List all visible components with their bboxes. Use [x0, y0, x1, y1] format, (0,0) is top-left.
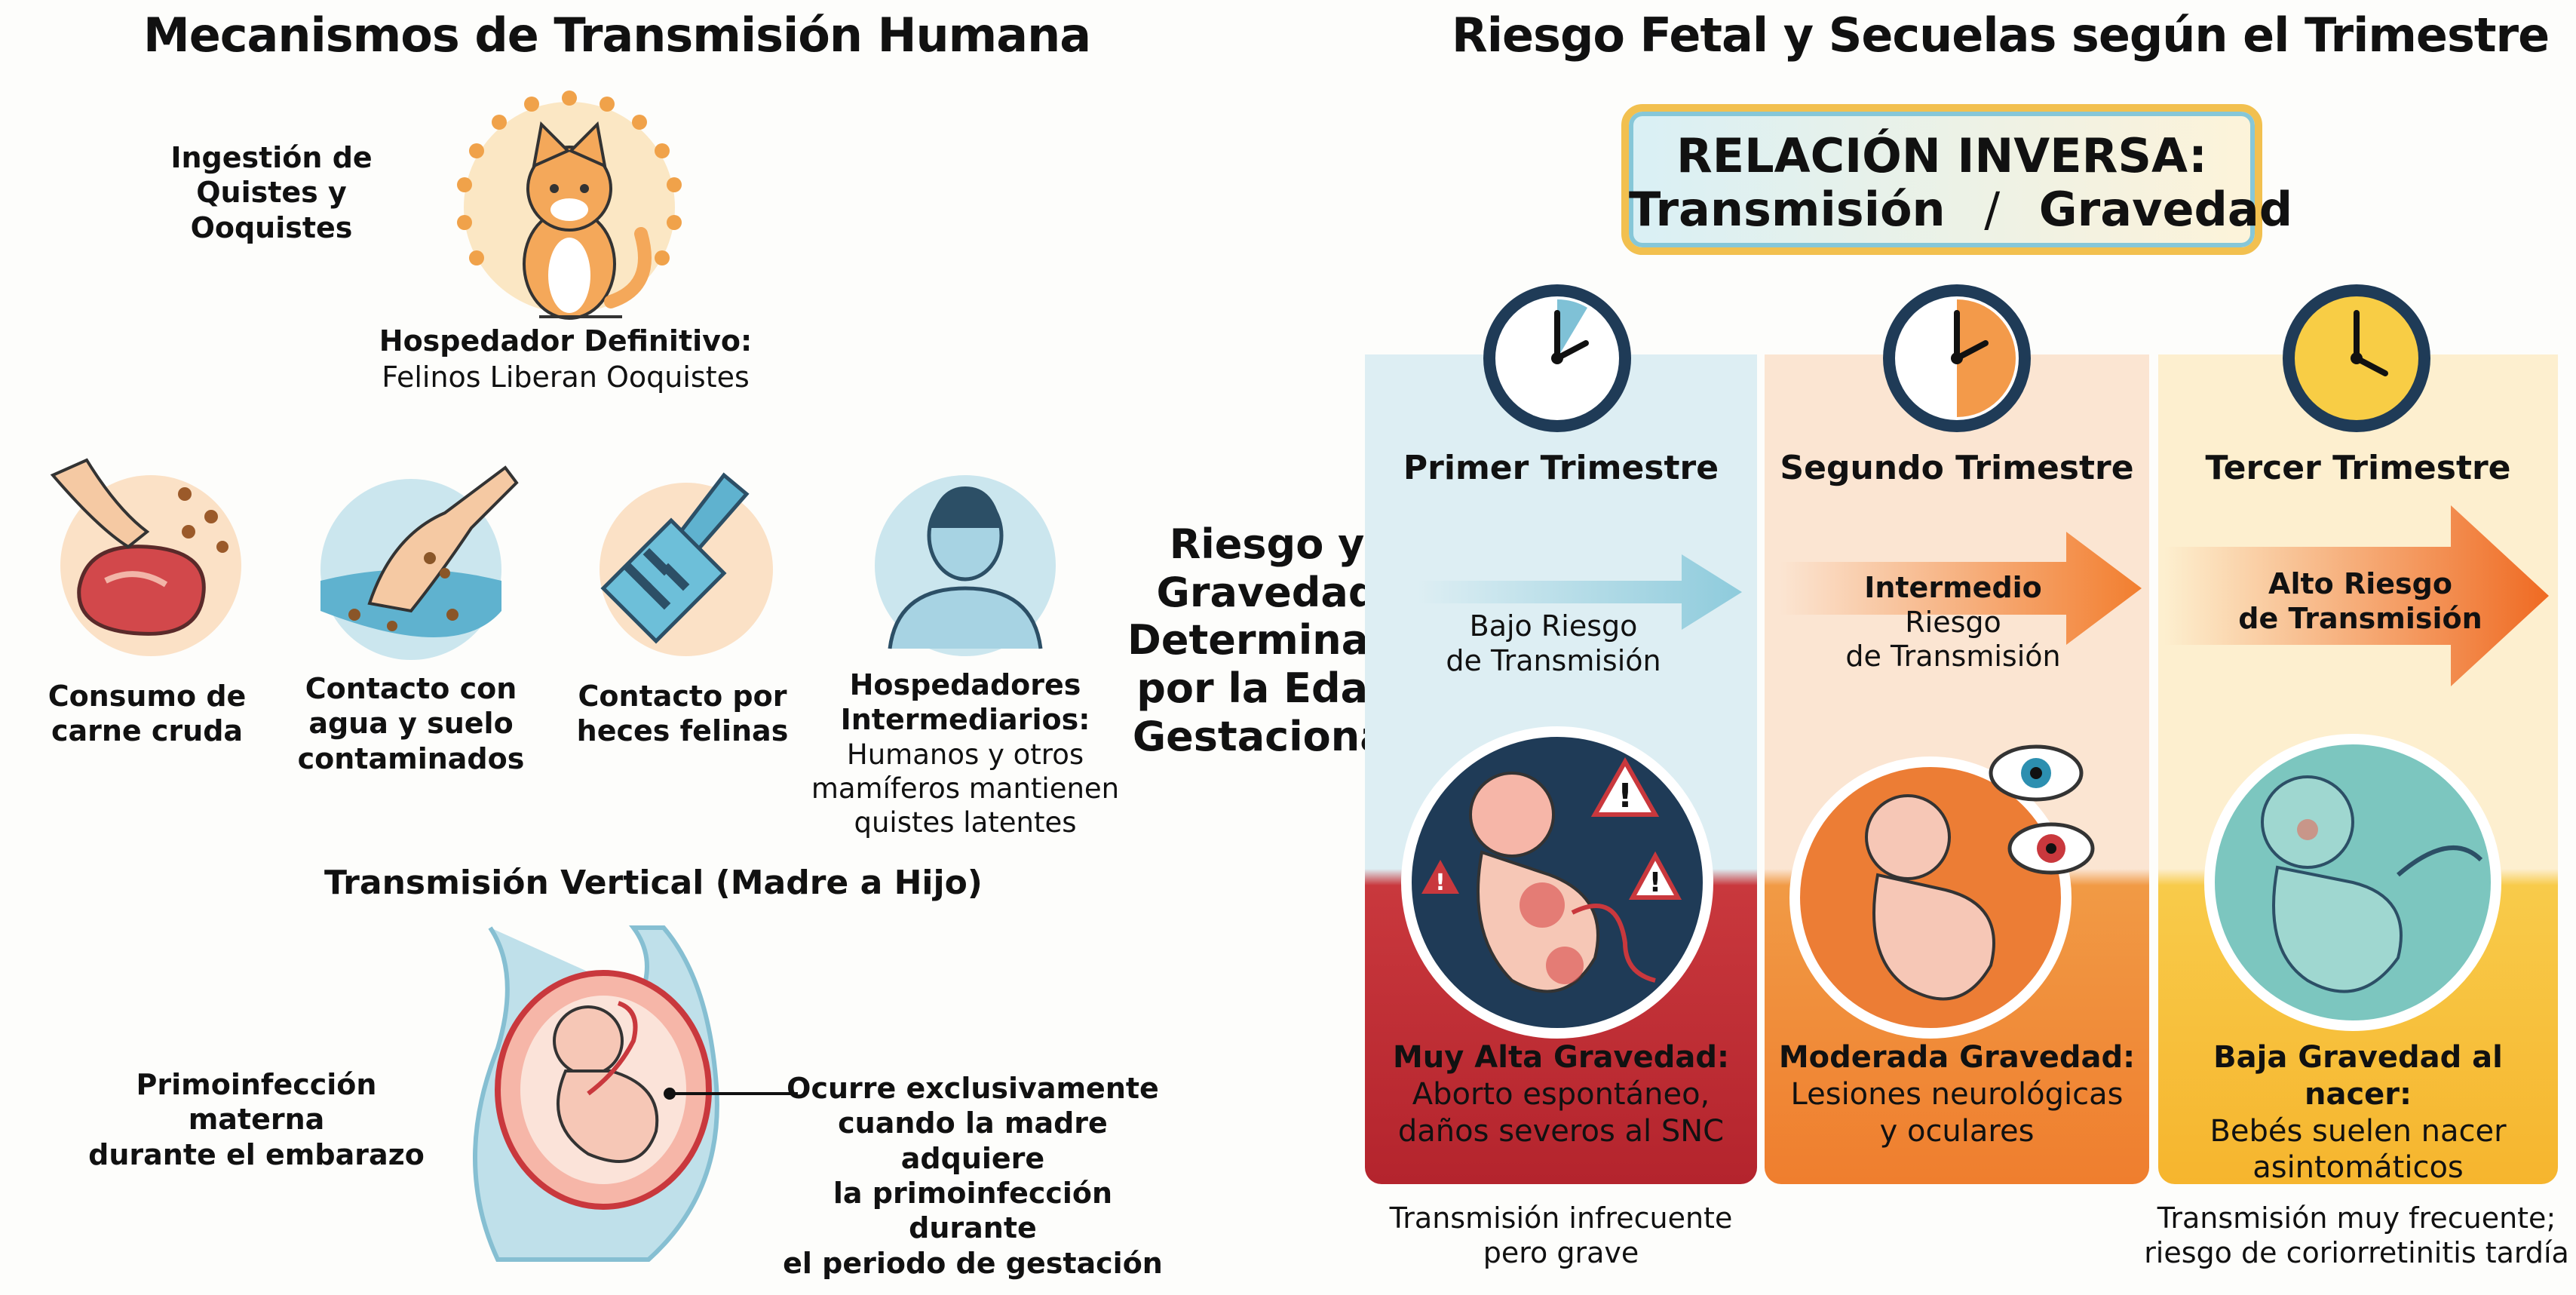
note-third: Transmisión muy frecuente; riesgo de cor… [2144, 1201, 2569, 1270]
arrow-first [1418, 554, 1742, 630]
fetus-moderate-icon [1789, 744, 2095, 1039]
clock-icon-third [2283, 284, 2430, 432]
vertical-transmission-title: Transmisión Vertical (Madre a Hijo) [324, 864, 983, 902]
risk-first: Bajo Riesgo de Transmisión [1446, 609, 1661, 677]
route-label-water-soil: Contacto con agua y suelo contaminados [297, 672, 525, 775]
gestational-age-label: Riesgo y Gravedad Determinado por la Eda… [1127, 520, 1426, 760]
trimester-name-third: Tercer Trimestre [2205, 449, 2511, 487]
severity-third: Baja Gravedad al nacer: Bebés suelen nac… [2210, 1040, 2507, 1186]
risk-second: Intermedio Riesgo de Transmisión [1845, 571, 2061, 674]
risk-third: Alto Riesgo de Transmisión [2238, 567, 2482, 635]
exclusive-occurrence-label: Ocurre exclusivamente cuando la madre ad… [783, 1072, 1163, 1280]
cat-icon [457, 91, 682, 320]
inverse-relation-banner: RELACIÓN INVERSA: Transmisión / Gravedad [1621, 104, 2292, 255]
arrow-third [2164, 505, 2549, 686]
severity-first: Muy Alta Gravedad: Aborto espontáneo, da… [1393, 1040, 1729, 1149]
person-icon [875, 475, 1056, 656]
pointer-line [664, 1088, 798, 1100]
note-first: Transmisión infrecuente pero grave [1389, 1201, 1733, 1270]
definitive-host: Hospedador Definitivo: Felinos Liberan O… [379, 324, 753, 394]
water-soil-icon [320, 465, 519, 660]
svg-text:!: ! [1649, 867, 1661, 898]
route-label-raw-meat: Consumo de carne cruda [48, 680, 247, 748]
maternal-primoinfection-label: Primoinfección materna durante el embara… [88, 1068, 425, 1171]
pregnant-womb-icon [473, 925, 719, 1262]
route-label-litter: Contacto por heces felinas [576, 680, 789, 748]
clock-icon-second [1883, 284, 2031, 432]
ingestion-label: Ingestión de Quistes y Ooquistes [170, 141, 373, 244]
intermediate-hosts: Hospedadores Intermediarios: Humanos y o… [811, 668, 1120, 839]
fetus-severe-icon: ! ! ! [1401, 726, 1713, 1039]
fetus-mild-icon [2204, 734, 2501, 1031]
arrow-second [1780, 532, 2142, 645]
trimester-name-first: Primer Trimestre [1403, 449, 1719, 487]
severity-second: Moderada Gravedad: Lesiones neurológicas… [1778, 1040, 2136, 1149]
right-panel-title: Riesgo Fetal y Secuelas según el Trimest… [1452, 8, 2550, 63]
svg-text:!: ! [1618, 777, 1633, 815]
litter-scoop-icon [600, 472, 773, 656]
left-panel-title: Mecanismos de Transmisión Humana [143, 8, 1091, 63]
clock-icon-first [1483, 284, 1631, 432]
svg-text:!: ! [1435, 870, 1446, 896]
raw-meat-icon [50, 458, 241, 656]
trimester-name-second: Segundo Trimestre [1780, 449, 2134, 487]
